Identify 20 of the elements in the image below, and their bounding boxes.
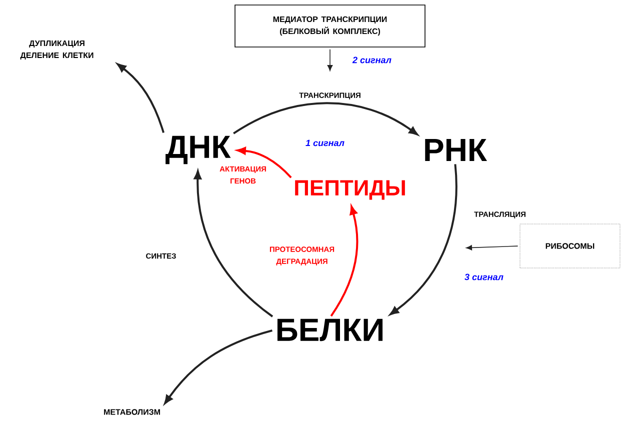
edge-label: 1 сигнал (306, 140, 344, 146)
arrow (233, 102, 418, 136)
arrow (327, 49, 333, 71)
arrow (194, 170, 274, 318)
molecule-label: БЕЛКИ (277, 318, 383, 342)
arrow (164, 330, 272, 404)
ribosome-box: РИБОСОМЫ (520, 224, 620, 268)
mediator-box: МЕДИАТОР ТРАНСКРИПЦИИ (БЕЛКОВЫЙ КОМПЛЕКС) (234, 4, 426, 48)
molecule-label: РНК (425, 139, 488, 161)
edge-label: 2 сигнал (352, 56, 392, 64)
outcome-text: МЕТАБОЛИЗМ (104, 409, 160, 415)
molecule-label: ПЕПТИДЫ (295, 180, 405, 200)
arrow (117, 63, 164, 133)
arrow (466, 245, 518, 250)
molecule-label: ДНК (166, 136, 231, 164)
outcome-text: ДУПЛИКАЦИЯ ДЕЛЕНИЕ КЛЕТКИ (20, 40, 94, 60)
arrow (237, 147, 292, 178)
edge-label: 3 сигнал (464, 274, 504, 280)
arrow (330, 206, 358, 317)
arrow (390, 164, 458, 316)
